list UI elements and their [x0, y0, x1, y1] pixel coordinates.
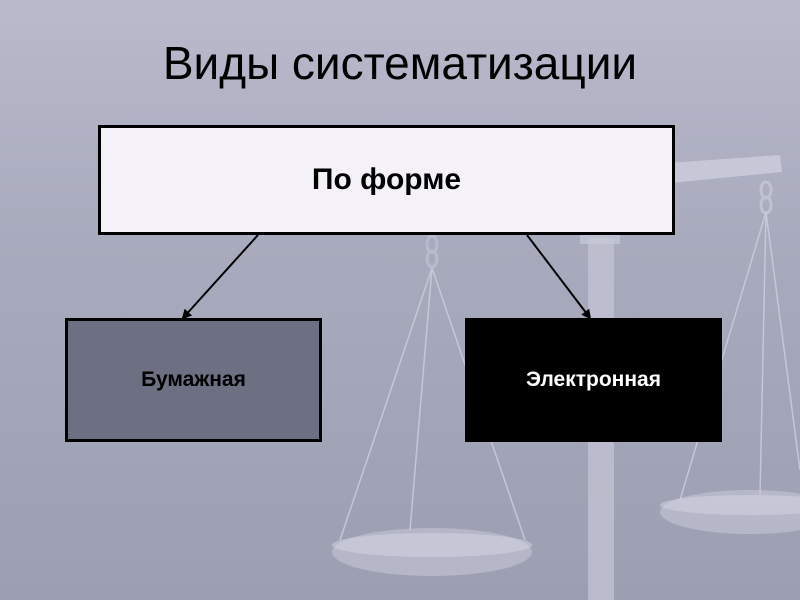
slide-title: Виды систематизации — [162, 37, 638, 89]
root-node-label: По форме — [311, 163, 462, 196]
root-node-by-form: По форме — [98, 125, 675, 235]
child-node-paper-label: Бумажная — [141, 368, 246, 391]
child-node-electronic-label: Электронная — [526, 368, 661, 391]
child-node-paper: Бумажная — [65, 318, 322, 442]
child-node-electronic: Электронная — [465, 318, 722, 442]
